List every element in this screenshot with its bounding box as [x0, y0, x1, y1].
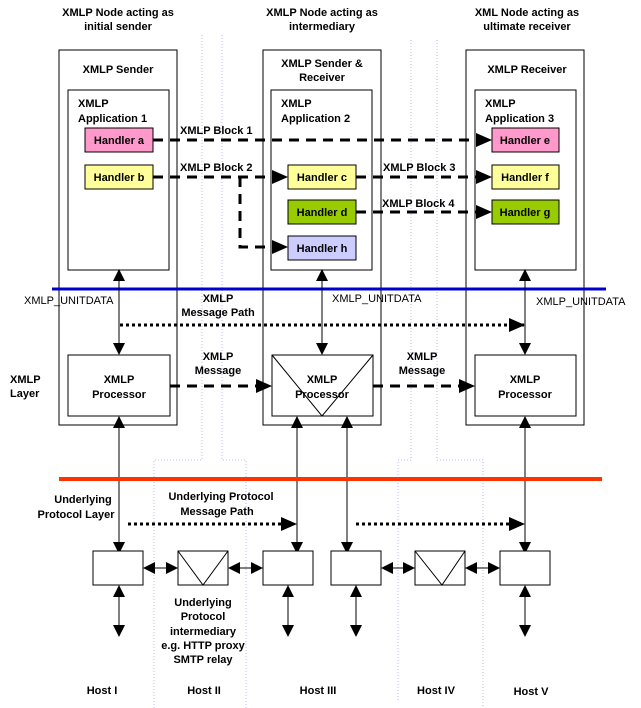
unitdata-label-1: XMLP_UNITDATA [24, 295, 114, 307]
handler-h[interactable]: Handler h [287, 235, 357, 261]
svg-text:XMLP: XMLP [307, 374, 338, 386]
unitdata-label-2: XMLP_UNITDATA [332, 293, 422, 305]
svg-text:Handler b: Handler b [94, 172, 145, 184]
message-path-label-line-1: XMLP [203, 293, 234, 305]
handler-f[interactable]: Handler f [491, 164, 560, 190]
node-heading-2-line-1: XMLP Node acting as [266, 7, 378, 19]
message-label-2-line-1: XMLP [407, 351, 438, 363]
host-boundary-guides [153, 35, 484, 708]
app-label-1-line-1: XMLP [78, 98, 109, 110]
svg-text:Handler a: Handler a [94, 135, 145, 147]
intermediary-note-line-2: Protocol [181, 611, 226, 623]
svg-text:Handler d: Handler d [297, 207, 348, 219]
svg-text:XMLP: XMLP [510, 374, 541, 386]
app-label-3-line-1: XMLP [485, 98, 516, 110]
svg-text:Handler e: Handler e [500, 135, 550, 147]
role-label-receiver: XMLP Receiver [487, 64, 567, 76]
handler-c[interactable]: Handler c [287, 164, 357, 190]
svg-text:Handler c: Handler c [297, 172, 347, 184]
host-3-protocol-box-b[interactable] [330, 550, 382, 586]
processor-3[interactable]: XMLP Processor [474, 354, 577, 417]
node-heading-3-line-1: XML Node acting as [475, 7, 579, 19]
host-label-5: Host V [514, 686, 550, 698]
xmlp-layer-label-line-1: XMLP [10, 374, 41, 386]
app-label-2-line-2: Application 2 [281, 113, 350, 125]
app-label-1-line-2: Application 1 [78, 113, 147, 125]
svg-text:Processor: Processor [92, 389, 147, 401]
node-heading-1-line-2: initial sender [84, 21, 153, 33]
message-path-label-line-2: Message Path [181, 307, 255, 319]
host-4-intermediary-box[interactable] [414, 550, 466, 586]
intermediary-note-line-1: Underlying [174, 597, 231, 609]
protocol-path-label-line-2: Message Path [180, 506, 254, 518]
intermediary-note-line-3: intermediary [170, 626, 237, 638]
svg-text:XMLP Block 3: XMLP Block 3 [383, 162, 456, 174]
node-heading-3-line-2: ultimate receiver [483, 21, 571, 33]
host-3-protocol-box-a[interactable] [262, 550, 314, 586]
svg-text:Processor: Processor [295, 389, 350, 401]
processor-1[interactable]: XMLP Processor [67, 354, 171, 417]
svg-text:Handler f: Handler f [501, 172, 549, 184]
block-1-arrow: XMLP Block 1 [153, 125, 492, 147]
intermediary-note-line-5: SMTP relay [173, 654, 233, 666]
message-label-1-line-2: Message [195, 365, 241, 377]
protocol-path-label-line-1: Underlying Protocol [168, 491, 273, 503]
block-3-arrow: XMLP Block 3 [356, 162, 492, 184]
handler-a[interactable]: Handler a [84, 127, 154, 153]
role-label-sender-receiver-line-1: XMLP Sender & [281, 58, 363, 70]
protocol-layer-label-line-2: Protocol Layer [37, 509, 115, 521]
host-1-protocol-box[interactable] [92, 550, 144, 586]
host-label-1: Host I [87, 685, 118, 697]
svg-text:XMLP Block 1: XMLP Block 1 [180, 125, 253, 137]
svg-text:Handler h: Handler h [297, 243, 348, 255]
node-heading-1-line-1: XMLP Node acting as [62, 7, 174, 19]
handler-b[interactable]: Handler b [84, 164, 154, 190]
unitdata-label-3: XMLP_UNITDATA [536, 296, 626, 308]
block-2-arrow: XMLP Block 2 [153, 162, 288, 254]
message-label-1-line-1: XMLP [203, 351, 234, 363]
role-label-sender: XMLP Sender [83, 64, 154, 76]
intermediary-note-line-4: e.g. HTTP proxy [161, 640, 245, 652]
svg-text:XMLP: XMLP [104, 374, 135, 386]
handler-g[interactable]: Handler g [491, 199, 560, 225]
host-label-2: Host II [187, 685, 221, 697]
xmlp-layer-label-line-2: Layer [10, 388, 40, 400]
protocol-layer-label-line-1: Underlying [54, 494, 111, 506]
handler-d[interactable]: Handler d [287, 199, 357, 225]
app-label-2-line-1: XMLP [281, 98, 312, 110]
block-4-arrow: XMLP Block 4 [356, 198, 492, 219]
host-label-3: Host III [300, 685, 337, 697]
host-label-4: Host IV [417, 685, 456, 697]
host-5-protocol-box[interactable] [499, 550, 551, 586]
handler-e[interactable]: Handler e [491, 127, 560, 153]
role-label-sender-receiver-line-2: Receiver [299, 72, 346, 84]
svg-text:XMLP Block 2: XMLP Block 2 [180, 162, 253, 174]
app-label-3-line-2: Application 3 [485, 113, 554, 125]
node-heading-2-line-2: intermediary [289, 21, 356, 33]
svg-text:Handler g: Handler g [500, 207, 551, 219]
host-2-intermediary-box[interactable] [177, 550, 229, 586]
svg-text:XMLP Block 4: XMLP Block 4 [382, 198, 455, 210]
processor-2[interactable]: XMLP Processor [271, 354, 374, 417]
message-label-2-line-2: Message [399, 365, 445, 377]
svg-text:Processor: Processor [498, 389, 553, 401]
